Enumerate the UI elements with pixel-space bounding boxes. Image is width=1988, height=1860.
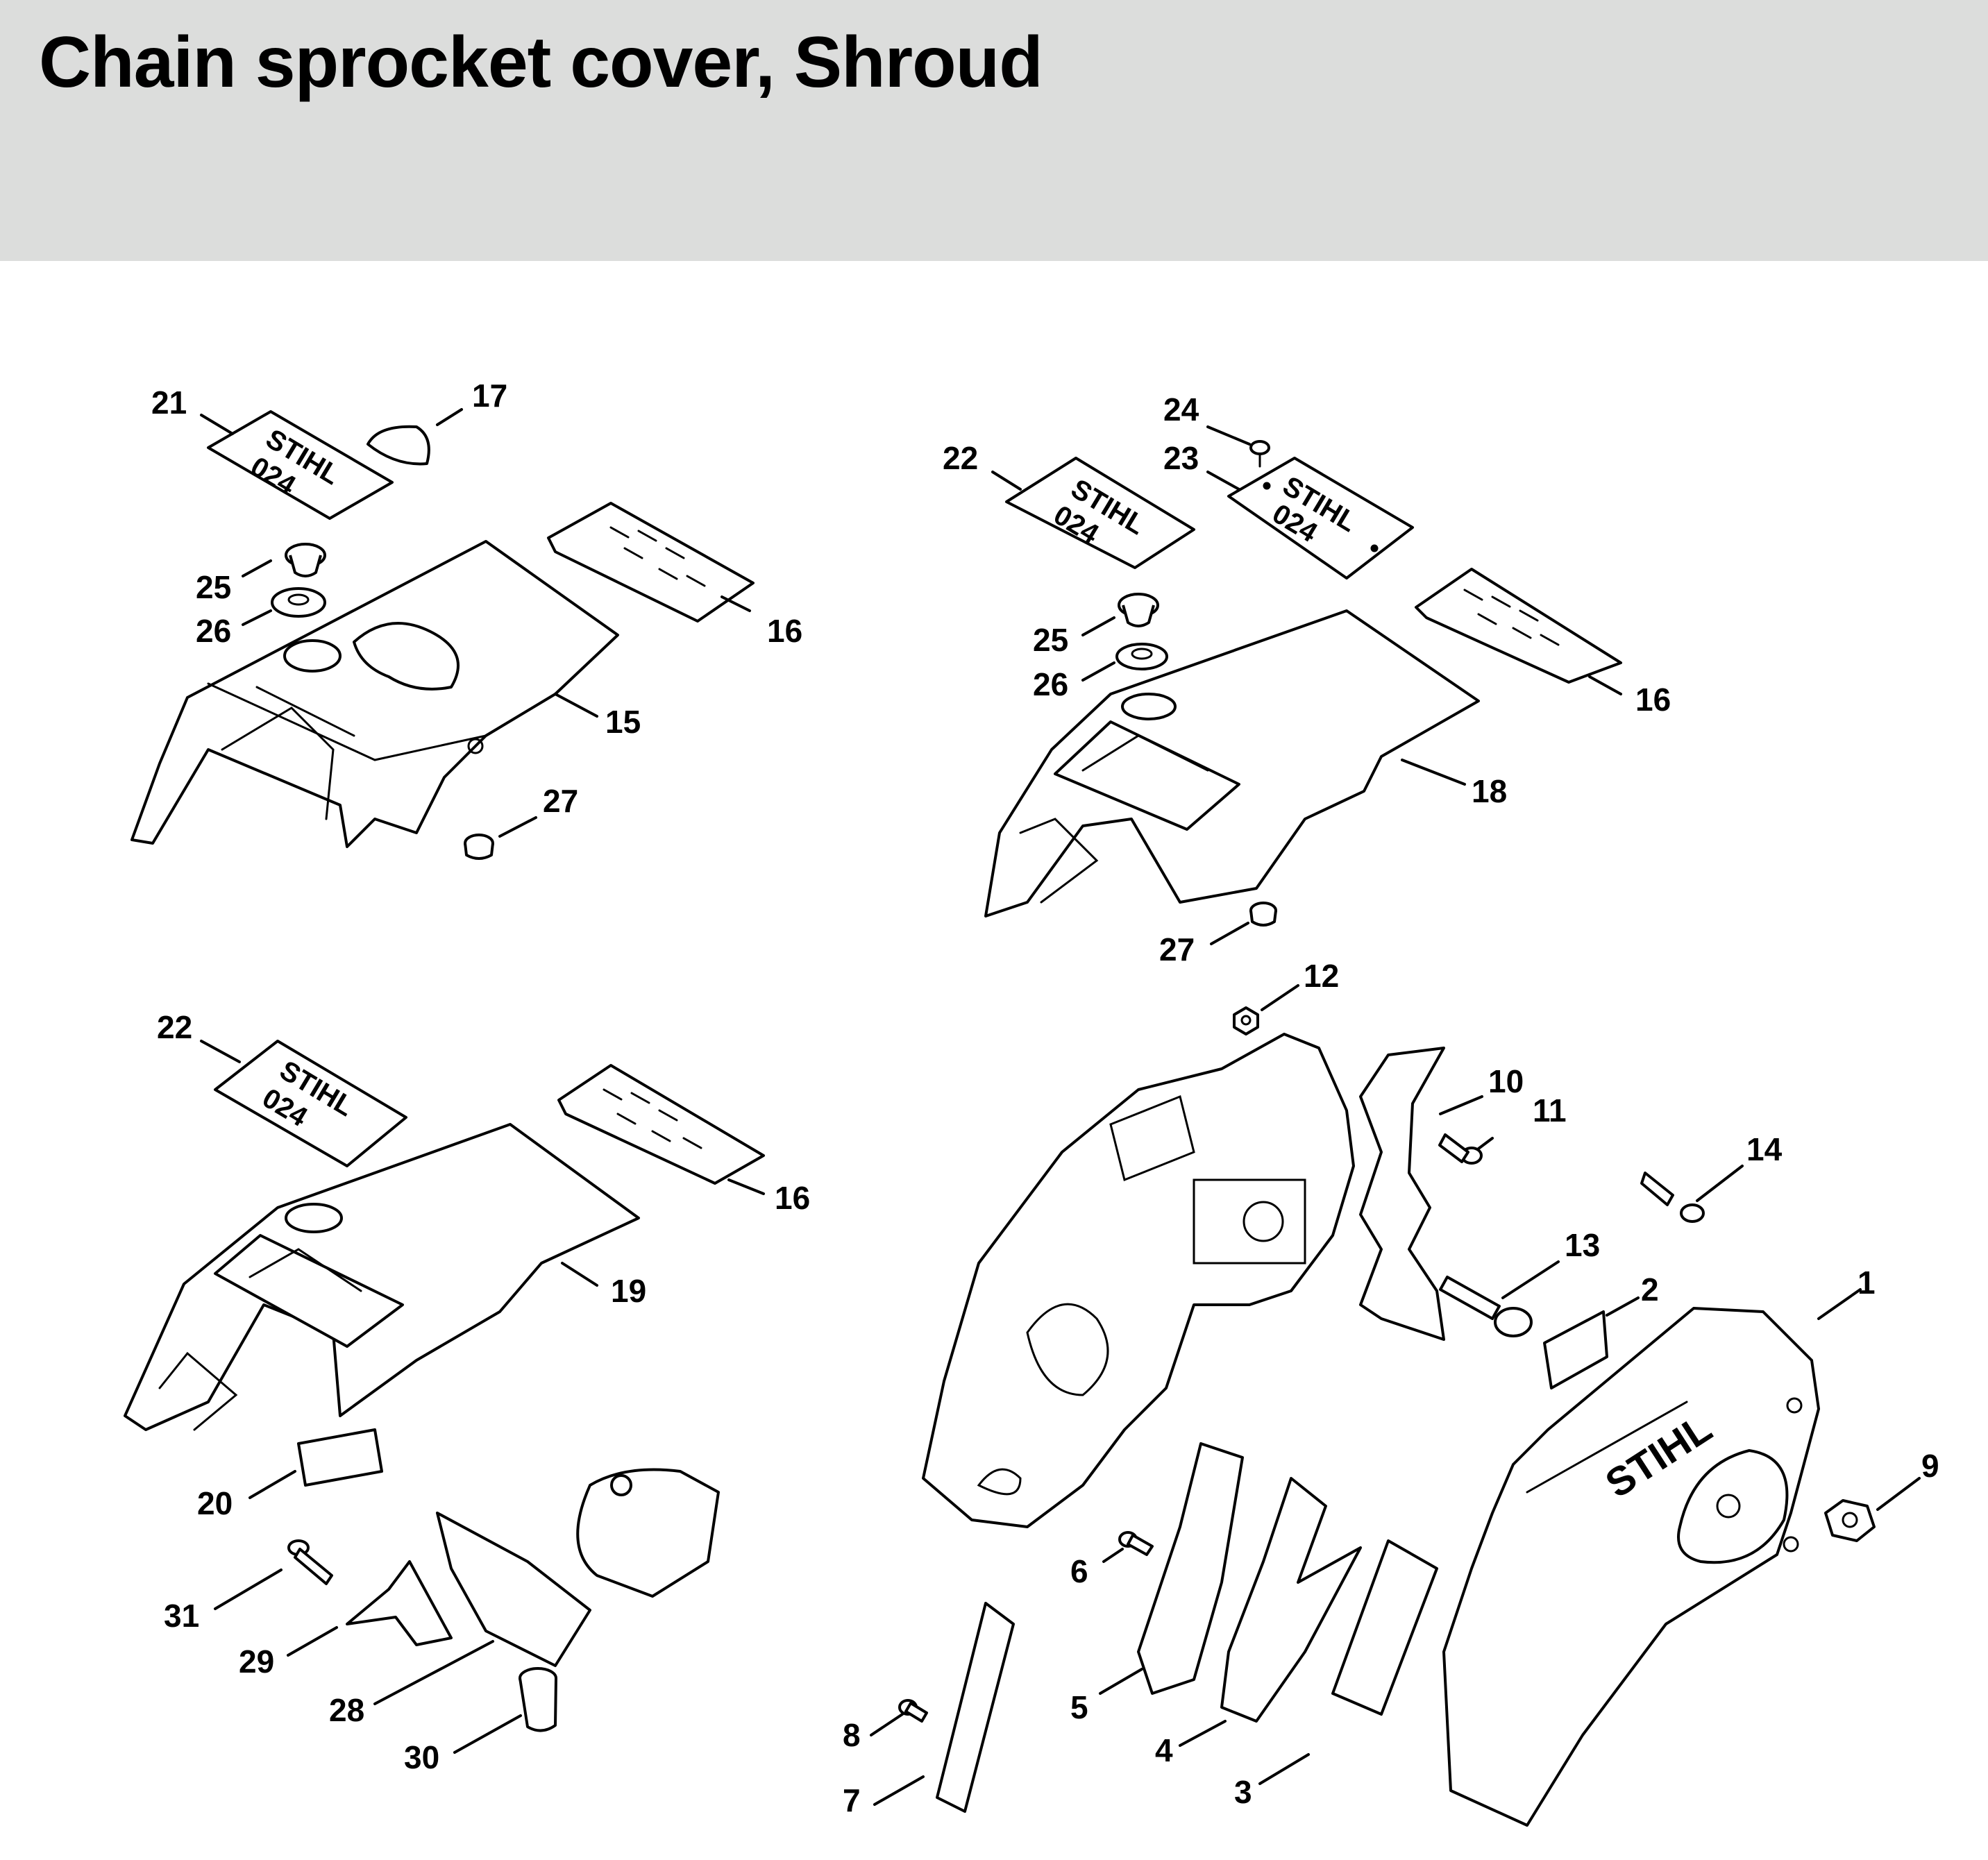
- callout-numbers: 21 17 25 26 16 15 27 22 24 23 25 26 16 1…: [151, 378, 1939, 1818]
- callout-2: 2: [1641, 1271, 1659, 1308]
- decal-21: STIHL 024: [207, 410, 394, 520]
- shroud-18: [984, 609, 1480, 918]
- chain-brake-lever-10: [1359, 1047, 1445, 1341]
- callout-6: 6: [1070, 1553, 1088, 1589]
- callout-3: 3: [1234, 1774, 1252, 1810]
- part-3: [1331, 1539, 1438, 1716]
- plug-27-a: [464, 834, 494, 860]
- callout-16: 16: [775, 1180, 810, 1216]
- callout-25: 25: [1033, 622, 1068, 658]
- callout-5: 5: [1070, 1689, 1088, 1725]
- filter-cover-16-a-holes: [609, 526, 706, 587]
- callout-27: 27: [1159, 931, 1195, 967]
- spacer-30: [519, 1667, 557, 1732]
- callout-29: 29: [239, 1643, 274, 1680]
- callout-13: 13: [1565, 1227, 1600, 1263]
- leader-lines: [200, 408, 1921, 1806]
- callout-30: 30: [404, 1739, 439, 1775]
- callout-26: 26: [196, 613, 231, 649]
- callout-1: 1: [1858, 1265, 1876, 1301]
- stud-13: [1439, 1276, 1533, 1337]
- callout-17: 17: [472, 378, 507, 414]
- screw-24: [1249, 440, 1270, 468]
- decal-23: STIHL 024: [1227, 457, 1414, 580]
- callout-7: 7: [843, 1782, 861, 1818]
- callout-27: 27: [543, 783, 578, 819]
- filter-cover-16-c-holes: [603, 1088, 702, 1149]
- page-title: Chain sprocket cover, Shroud: [39, 22, 1043, 103]
- plug-27-b: [1249, 902, 1277, 927]
- callout-25: 25: [196, 569, 231, 605]
- callout-14: 14: [1746, 1131, 1783, 1167]
- filter-cover-16-b: [1415, 568, 1622, 684]
- knob-25-a: [285, 543, 326, 577]
- catch-2: [1543, 1310, 1608, 1389]
- screw-6: [1118, 1531, 1154, 1556]
- callout-18: 18: [1472, 773, 1507, 809]
- cap-17: [367, 425, 430, 466]
- filter-cover-16-b-holes: [1463, 589, 1560, 646]
- callout-10: 10: [1488, 1063, 1524, 1099]
- decal-22-b: STIHL 024: [214, 1040, 407, 1167]
- header-bar: Chain sprocket cover, Shroud: [0, 0, 1988, 261]
- callout-22: 22: [157, 1009, 192, 1045]
- callout-11: 11: [1533, 1092, 1567, 1128]
- part-20: [297, 1428, 383, 1487]
- callout-26: 26: [1033, 666, 1068, 702]
- knob-25-b: [1118, 593, 1159, 627]
- shroud-15: [130, 540, 619, 848]
- shroud-19: [124, 1123, 640, 1431]
- nut-12: [1233, 1006, 1259, 1035]
- callout-15: 15: [605, 704, 641, 740]
- callout-31: 31: [164, 1598, 199, 1634]
- guide-plate-7: [936, 1602, 1015, 1813]
- screw-31: [287, 1539, 333, 1585]
- chain-catcher-28: [436, 1468, 720, 1667]
- callout-4: 4: [1155, 1732, 1173, 1768]
- filter-cover-16-c: [557, 1064, 765, 1185]
- screw-11: [1438, 1133, 1483, 1165]
- callout-20: 20: [197, 1485, 233, 1521]
- callout-9: 9: [1921, 1448, 1939, 1484]
- callout-22: 22: [943, 440, 978, 476]
- callout-19: 19: [611, 1273, 646, 1309]
- callout-16: 16: [767, 613, 802, 649]
- callout-8: 8: [843, 1717, 861, 1753]
- sprocket-cover-1: STIHL: [1442, 1307, 1820, 1827]
- grommet-26-a: [271, 587, 326, 618]
- callout-16: 16: [1635, 682, 1671, 718]
- grommet-26-b: [1115, 643, 1168, 670]
- callout-24: 24: [1163, 391, 1199, 428]
- screw-8: [898, 1699, 928, 1723]
- nut-9: [1824, 1499, 1876, 1542]
- part-4: [1220, 1477, 1362, 1723]
- bracket-29: [346, 1560, 453, 1646]
- callout-28: 28: [329, 1692, 364, 1728]
- callout-12: 12: [1304, 958, 1339, 994]
- stud-14: [1640, 1172, 1705, 1223]
- callout-21: 21: [151, 384, 187, 421]
- filter-cover-16-a: [547, 502, 755, 623]
- part-5: [1137, 1442, 1244, 1695]
- crankcase: [922, 1033, 1355, 1528]
- callout-23: 23: [1163, 440, 1199, 476]
